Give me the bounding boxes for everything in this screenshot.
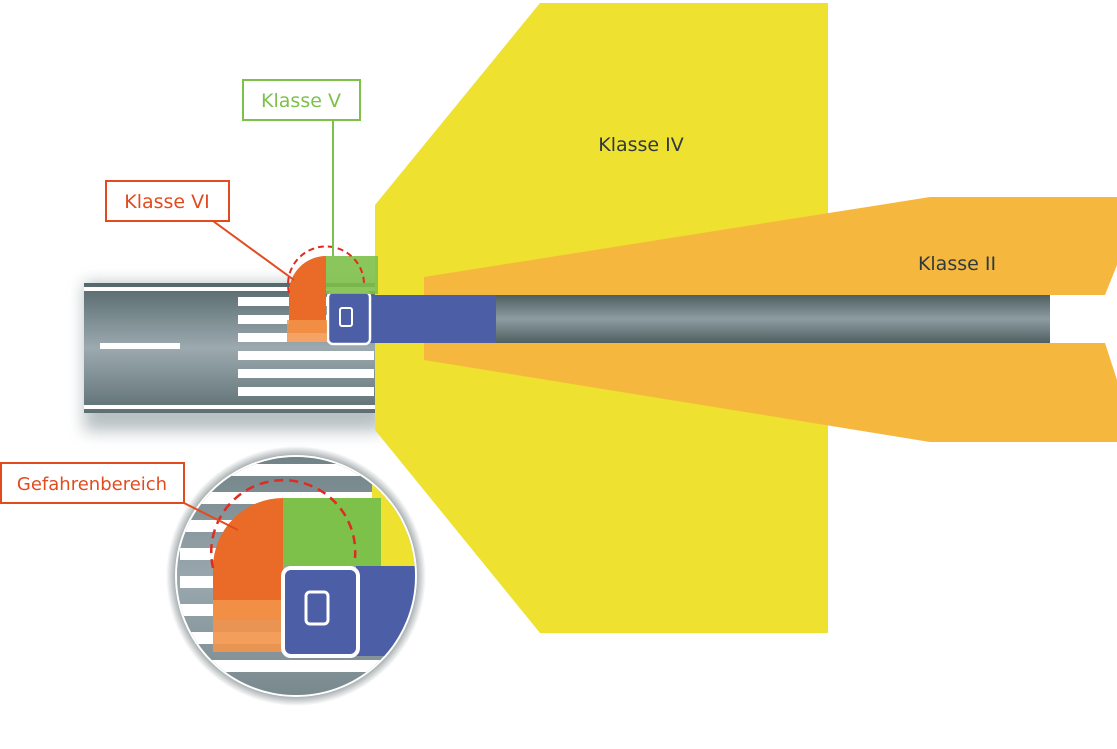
class-vi-label: Klasse VI — [124, 191, 210, 213]
truck-cab — [326, 290, 372, 346]
zone-class-vi-lower — [287, 320, 327, 342]
trailer — [495, 295, 1050, 343]
zone-class-vi — [289, 256, 326, 333]
danger-leader — [183, 502, 239, 531]
class-vi-label-box — [105, 180, 230, 222]
class-iv-label: Klasse IV — [598, 134, 684, 156]
class-ii-label: Klasse II — [918, 253, 996, 275]
class-v-label-box — [242, 79, 361, 121]
class-vi-leader — [212, 220, 295, 281]
danger-label-box — [0, 462, 185, 504]
zone-class-ii-right — [424, 343, 1117, 442]
lane-marking — [100, 343, 180, 349]
danger-outline — [287, 245, 366, 294]
truck-cab-window — [339, 307, 353, 327]
danger-label: Gefahrenbereich — [17, 474, 167, 495]
class-v-label: Klasse V — [261, 90, 341, 112]
zone-class-v — [326, 256, 378, 294]
truck-body — [370, 295, 496, 343]
zone-class-ii-left — [424, 197, 1117, 295]
